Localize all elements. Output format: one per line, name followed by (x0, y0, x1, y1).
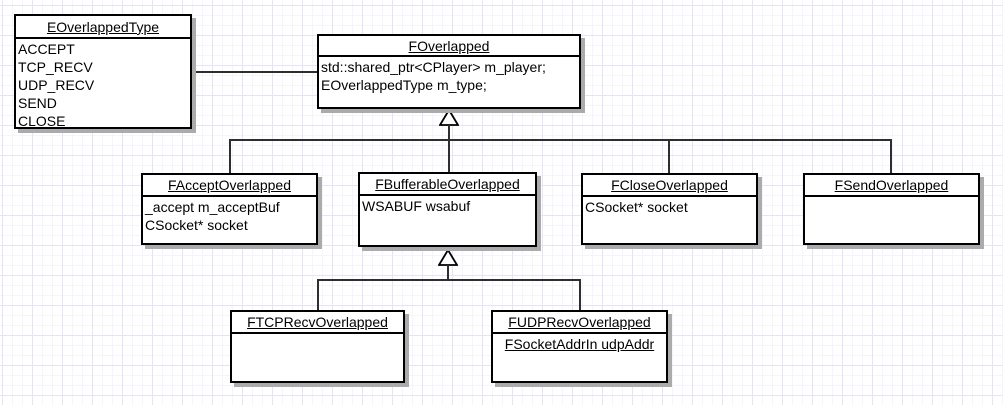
class-title: FAcceptOverlapped (143, 175, 316, 197)
class-box-foverlapped[interactable]: FOverlapped std::shared_ptr<CPlayer> m_p… (317, 34, 581, 109)
class-members: ACCEPT TCP_RECV UDP_RECV SEND CLOSE (16, 39, 190, 130)
class-title: FOverlapped (319, 36, 579, 57)
member-line: SEND (18, 95, 57, 111)
association-line-eoverlappedtype-foverlapped (192, 71, 317, 73)
class-title: FSendOverlapped (805, 175, 978, 197)
class-members: _accept m_acceptBuf CSocket* socket (143, 197, 316, 234)
class-members: std::shared_ptr<CPlayer> m_player; EOver… (319, 57, 579, 94)
generalization-drop-fudprecvoverlapped (579, 279, 581, 311)
class-box-fsendoverlapped[interactable]: FSendOverlapped (803, 173, 980, 245)
member-line: CSocket* socket (585, 199, 688, 215)
class-box-fcloseoverlapped[interactable]: FCloseOverlapped CSocket* socket (581, 173, 758, 245)
class-title: FBufferableOverlapped (360, 174, 535, 196)
generalization-drop-fcloseoverlapped (668, 139, 670, 174)
class-members (232, 334, 403, 335)
class-members: FSocketAddrIn udpAddr (493, 334, 666, 353)
member-line: std::shared_ptr<CPlayer> m_player; (321, 59, 546, 75)
class-title: FUDPRecvOverlapped (493, 312, 666, 334)
class-title: EOverlappedType (16, 16, 190, 39)
generalization-arrow-icon (439, 109, 459, 126)
class-box-facceptoverlapped[interactable]: FAcceptOverlapped _accept m_acceptBuf CS… (141, 173, 318, 245)
generalization-drop-fsendoverlapped (890, 139, 892, 174)
generalization-stem-line (447, 265, 449, 281)
class-title: FCloseOverlapped (583, 175, 756, 197)
generalization-bus-line (229, 139, 892, 141)
member-line: TCP_RECV (18, 59, 93, 75)
generalization-arrow-icon (438, 249, 458, 266)
class-box-ftcprecvoverlapped[interactable]: FTCPRecvOverlapped (230, 310, 405, 383)
class-box-fudprecvoverlapped[interactable]: FUDPRecvOverlapped FSocketAddrIn udpAddr (491, 310, 668, 383)
member-line: CSocket* socket (145, 217, 248, 233)
generalization-stem-line (448, 125, 450, 141)
generalization-drop-fbufferableoverlapped (448, 139, 450, 173)
member-line: ACCEPT (18, 41, 75, 57)
class-members (805, 197, 978, 198)
generalization-drop-facceptoverlapped (229, 139, 231, 174)
class-members: CSocket* socket (583, 197, 756, 216)
generalization-drop-ftcprecvoverlapped (317, 279, 319, 311)
member-line: UDP_RECV (18, 77, 95, 93)
class-box-fbufferableoverlapped[interactable]: FBufferableOverlapped WSABUF wsabuf (358, 172, 537, 247)
member-line: _accept m_acceptBuf (145, 199, 280, 215)
member-line: FSocketAddrIn udpAddr (504, 336, 655, 352)
member-line: EOverlappedType m_type; (321, 77, 487, 93)
member-line: CLOSE (18, 113, 66, 129)
class-box-eoverlappedtype[interactable]: EOverlappedType ACCEPT TCP_RECV UDP_RECV… (14, 14, 192, 129)
class-title: FTCPRecvOverlapped (232, 312, 403, 334)
member-line: WSABUF wsabuf (362, 198, 471, 214)
class-members: WSABUF wsabuf (360, 196, 535, 215)
generalization-bus-line (317, 279, 581, 281)
